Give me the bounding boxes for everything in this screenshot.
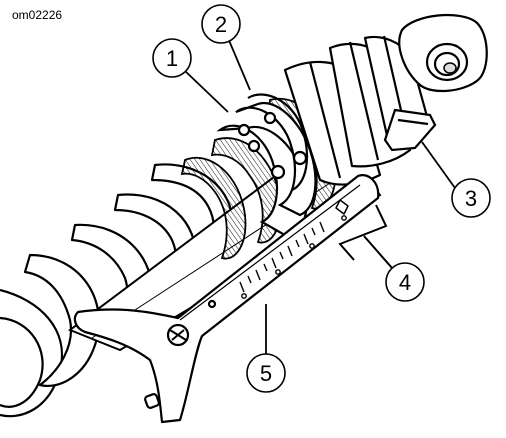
callout-1-label: 1 [166, 46, 178, 71]
callout-1: 1 [152, 38, 192, 78]
callout-2-label: 2 [215, 12, 227, 37]
callout-3-label: 3 [465, 186, 477, 211]
callout-4: 4 [385, 262, 425, 302]
adjuster-collar [216, 93, 317, 240]
callout-4-label: 4 [399, 270, 411, 295]
callout-5: 5 [246, 353, 286, 393]
callout-5-label: 5 [260, 361, 272, 386]
figure-id-label: om02226 [12, 8, 63, 22]
callout-3: 3 [451, 178, 491, 218]
preload-range-bracket [338, 204, 393, 269]
callout-2: 2 [201, 4, 241, 44]
spanner-wrench [73, 174, 380, 424]
leader-lines [183, 37, 456, 356]
top-mount-eye [383, 13, 488, 152]
wrench-scale [239, 215, 347, 299]
